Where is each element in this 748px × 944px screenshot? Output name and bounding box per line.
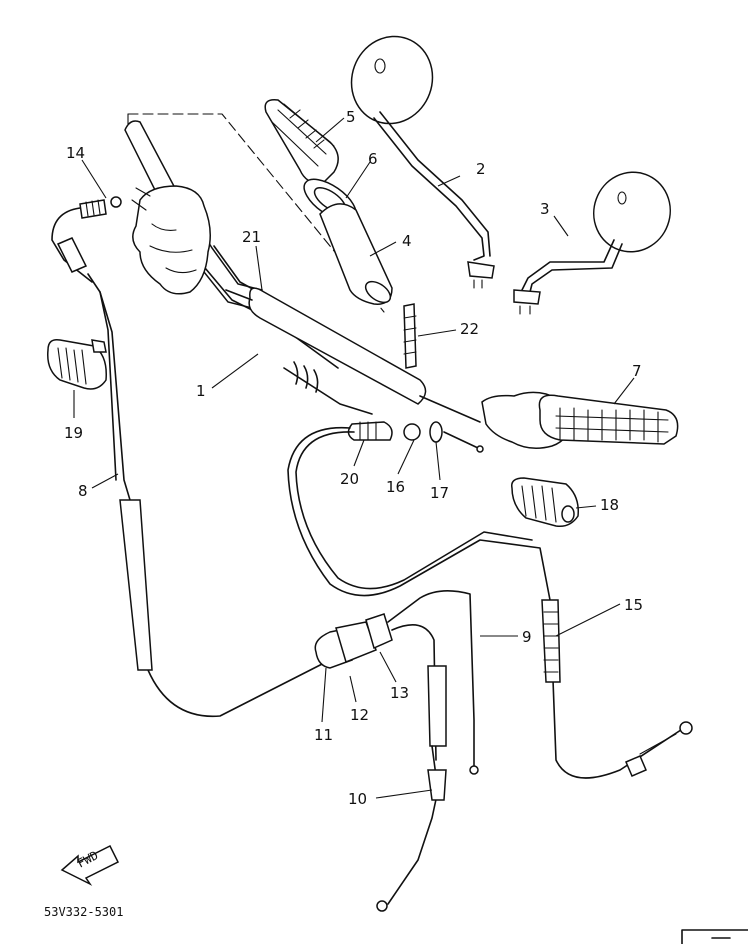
left-switch-housing xyxy=(131,185,211,295)
part-label-15: 15 xyxy=(624,596,643,614)
left-cable-adjuster xyxy=(79,196,122,219)
part-label-1: 1 xyxy=(196,382,206,400)
part-label-8: 8 xyxy=(78,482,88,500)
part-label-21: 21 xyxy=(242,228,261,246)
throttle-cable-junction xyxy=(314,590,479,912)
part-label-4: 4 xyxy=(402,232,412,250)
part-label-22: 22 xyxy=(460,320,479,338)
part-label-5: 5 xyxy=(346,108,356,126)
part-label-6: 6 xyxy=(368,150,378,168)
cable-clamp xyxy=(403,303,417,369)
throttle-return-cable xyxy=(287,426,693,779)
mirror-right xyxy=(513,171,671,315)
part-label-17: 17 xyxy=(430,484,449,502)
part-label-12: 12 xyxy=(350,706,369,724)
left-grip-assembly xyxy=(264,99,393,305)
corner-page-mark xyxy=(681,929,748,944)
cable-adjuster-set xyxy=(347,421,484,453)
part-label-14: 14 xyxy=(66,144,85,162)
part-label-16: 16 xyxy=(386,478,405,496)
leader-lines xyxy=(73,117,635,799)
part-number-labels: 1 2 3 4 5 6 7 8 9 10 11 12 13 14 15 16 1… xyxy=(64,108,643,808)
part-label-10: 10 xyxy=(348,790,367,808)
part-label-18: 18 xyxy=(600,496,619,514)
lever-housing-19 xyxy=(47,338,107,390)
lever-housing-18 xyxy=(511,477,579,528)
part-label-9: 9 xyxy=(522,628,532,646)
part-label-19: 19 xyxy=(64,424,83,442)
alignment-guide xyxy=(127,113,385,313)
clutch-cable xyxy=(51,207,331,718)
part-label-7: 7 xyxy=(632,362,642,380)
right-throttle-assembly xyxy=(481,391,679,449)
part-label-2: 2 xyxy=(476,160,486,178)
part-label-3: 3 xyxy=(540,200,550,218)
part-label-13: 13 xyxy=(390,684,409,702)
drawing-code: 53V332-5301 xyxy=(44,905,123,919)
handlebar xyxy=(124,120,481,423)
forward-direction-arrow: FWD xyxy=(60,844,120,886)
part-label-11: 11 xyxy=(314,726,333,744)
part-label-20: 20 xyxy=(340,470,359,488)
mirror-left xyxy=(350,35,495,289)
